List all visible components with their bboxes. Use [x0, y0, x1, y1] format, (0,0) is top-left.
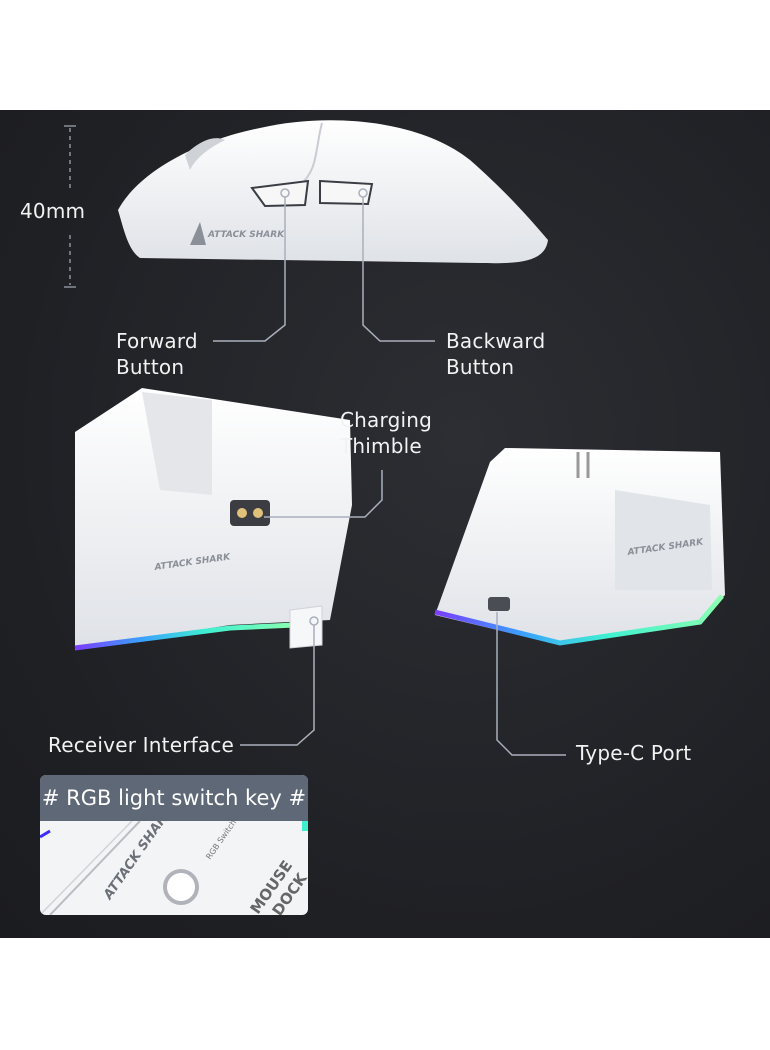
backward-button-label: Backward Button [446, 328, 545, 380]
brand-logo: ATTACK SHARK [207, 230, 285, 240]
height-dimension-label: 40mm [20, 199, 86, 223]
rgb-switch-label: RGB Switch [204, 818, 238, 861]
rgb-switch-inset: ATTACK SHARK RGB Switch MOUSE DOCK # RGB… [40, 775, 308, 915]
label-line: Thimble [340, 434, 422, 458]
type-c-port-label: Type-C Port [576, 741, 692, 765]
label-line: Backward [446, 329, 546, 353]
charging-dock-back: ATTACK SHARK [434, 448, 725, 646]
callout-lines [213, 188, 566, 756]
label-line: Button [116, 355, 185, 379]
receiver-interface-label: Receiver Interface [48, 733, 235, 757]
label-line: Charging [340, 408, 432, 432]
label-line: Forward [116, 329, 198, 353]
charging-thimble-label: Charging Thimble [340, 407, 432, 459]
charging-dock-front: ATTACK SHARK [74, 388, 352, 651]
inset-title: # RGB light switch key # [40, 775, 308, 821]
forward-button-label: Forward Button [116, 328, 198, 380]
mouse-image: ATTACK SHARK [118, 120, 548, 264]
label-line: Button [446, 355, 515, 379]
dimension-marker [64, 125, 76, 288]
